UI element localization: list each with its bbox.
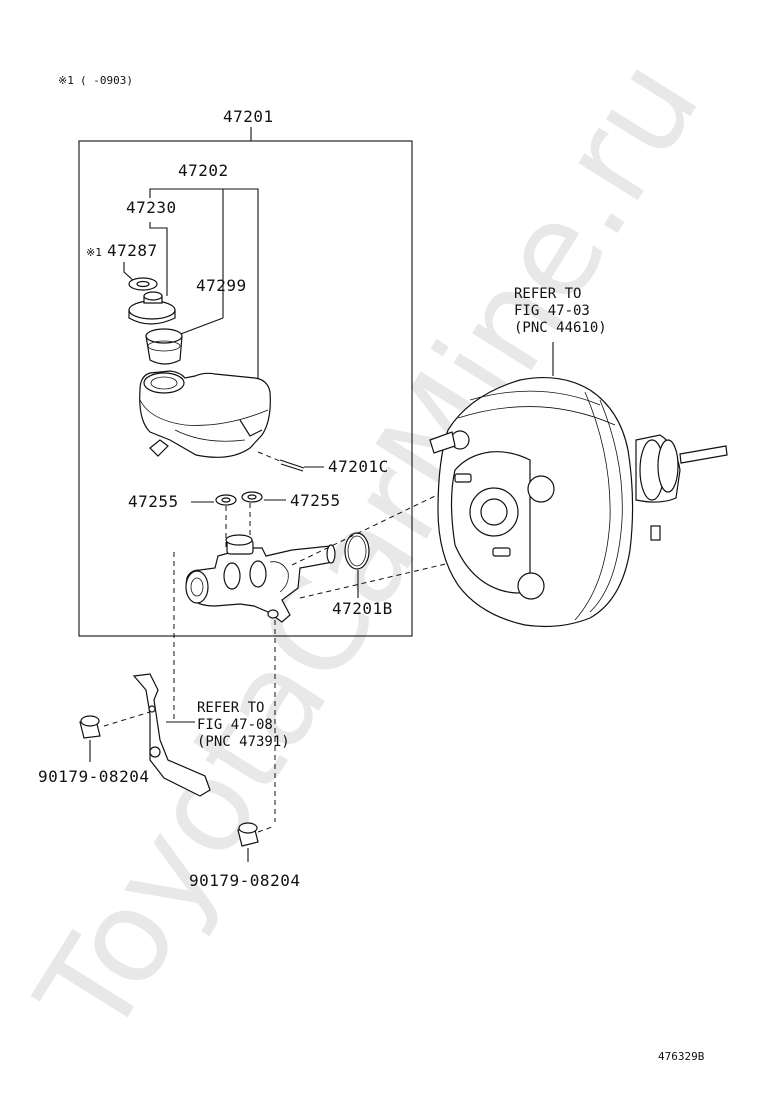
o-ring[interactable]: [344, 532, 370, 570]
booster-ref-line2[interactable]: FIG 47-03: [514, 303, 590, 319]
grommet-right[interactable]: [241, 491, 263, 503]
nut-upper[interactable]: [79, 715, 101, 739]
bracket-ref-line3[interactable]: (PNC 47391): [197, 734, 290, 750]
note-mark: ※1: [58, 74, 74, 87]
master-cylinder[interactable]: [185, 534, 336, 623]
diagram-id: 476329B: [658, 1050, 705, 1063]
bracket-ref-line1[interactable]: REFER TO: [197, 700, 264, 716]
reservoir-cap[interactable]: [128, 291, 176, 325]
label-47201[interactable]: 47201: [223, 107, 274, 126]
label-47202[interactable]: 47202: [178, 161, 229, 180]
label-47255-left[interactable]: 47255: [128, 492, 179, 511]
label-nut-lower[interactable]: 90179-08204: [189, 871, 300, 890]
booster-ref-line3[interactable]: (PNC 44610): [514, 320, 607, 336]
label-47230[interactable]: 47230: [126, 198, 177, 217]
label-47287[interactable]: 47287: [107, 241, 158, 260]
nut-lower[interactable]: [237, 822, 259, 847]
label-47255-right[interactable]: 47255: [290, 491, 341, 510]
gasket-ring[interactable]: [128, 277, 158, 291]
label-nut-upper[interactable]: 90179-08204: [38, 767, 149, 786]
label-47299[interactable]: 47299: [196, 276, 247, 295]
label-47201c[interactable]: 47201C: [328, 457, 389, 476]
label-47201b[interactable]: 47201B: [332, 599, 393, 618]
grommet-left[interactable]: [215, 494, 237, 506]
label-47287-mark: ※1: [86, 246, 102, 259]
bracket[interactable]: [132, 673, 211, 797]
bracket-ref-line2[interactable]: FIG 47-08: [197, 717, 273, 733]
strainer[interactable]: [145, 328, 183, 365]
booster-ref-line1[interactable]: REFER TO: [514, 286, 581, 302]
note-text: ( -0903): [80, 74, 133, 87]
brake-booster[interactable]: [429, 376, 728, 628]
reservoir-tank[interactable]: [139, 370, 271, 458]
assembly-frame: [78, 140, 413, 637]
